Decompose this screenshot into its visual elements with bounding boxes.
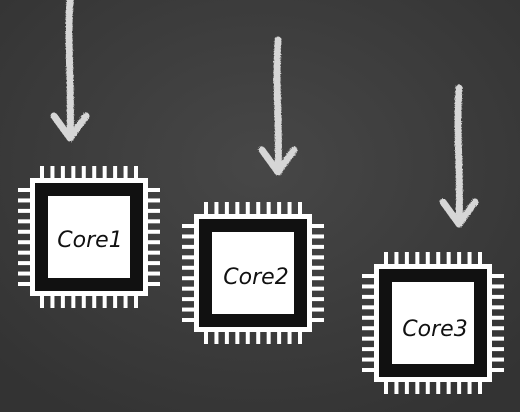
core3-label: Core3 (402, 317, 468, 342)
core2-label: Core2 (223, 265, 289, 290)
arrow-2-down-arrow-icon (258, 36, 298, 176)
arrow-3-down-arrow-icon (439, 84, 479, 228)
core2-cpu-chip-icon (182, 202, 324, 344)
arrow-1-down-arrow-icon (50, 0, 90, 142)
chip-pins (18, 166, 160, 308)
chip-pins (182, 202, 324, 344)
chip-pins (362, 252, 504, 394)
chip-die (392, 282, 474, 364)
core3-cpu-chip-icon (362, 252, 504, 394)
chip-die (48, 196, 130, 278)
chip-die (212, 232, 294, 314)
core1-label: Core1 (57, 228, 123, 253)
core1-cpu-chip-icon (18, 166, 160, 308)
